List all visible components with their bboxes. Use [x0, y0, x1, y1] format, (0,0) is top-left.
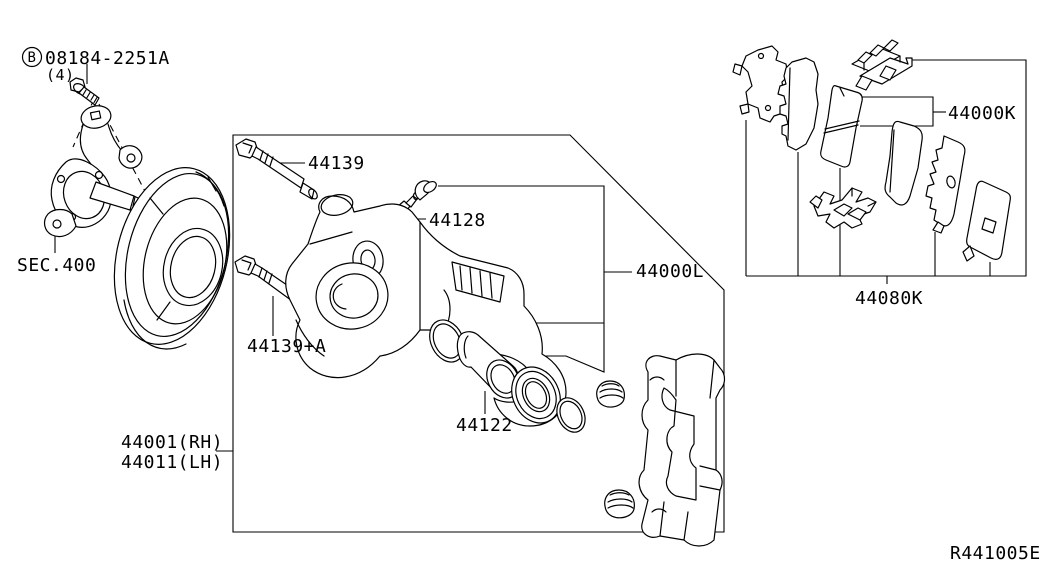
label-44139[interactable]: 44139 [308, 153, 365, 174]
label-44139-a[interactable]: 44139+A [247, 336, 326, 357]
leader-lines [54, 59, 1027, 533]
caliper-bracket-drawing [638, 353, 726, 547]
piston-drawing [456, 331, 520, 399]
brake-pad-outer-drawing [777, 57, 819, 151]
splash-shield-drawing [113, 167, 231, 350]
caliper-body-drawing [285, 194, 567, 427]
pad-retainer-clips-mid-drawing [809, 187, 877, 229]
circled-b-marker[interactable] [21, 46, 43, 68]
pin-boot-cap-drawing [604, 489, 635, 519]
label-44000k[interactable]: 44000K [948, 103, 1016, 124]
assembly-boundary-box [232, 134, 725, 533]
pad-shim-outer-drawing [732, 45, 791, 123]
label-44011-lh[interactable]: 44011(LH) [121, 452, 223, 473]
label-sec-400[interactable]: SEC.400 [17, 255, 96, 276]
circled-b-letter[interactable]: B [28, 50, 37, 66]
brake-pad-inner2-drawing [925, 135, 966, 234]
label-44122[interactable]: 44122 [456, 415, 513, 436]
callout-labels: B 08184-2251A (4) SEC.400 44139 44128 44… [17, 46, 1041, 564]
retaining-ring-drawing [556, 397, 586, 433]
drawing-reference-code: R441005E [950, 543, 1041, 564]
piston-seal-drawing [429, 319, 465, 363]
mounting-bolt-drawing [69, 77, 100, 106]
slide-pin-upper-drawing [235, 138, 318, 200]
label-44000l[interactable]: 44000L [636, 261, 704, 282]
brake-pad-inner-drawing [884, 120, 923, 206]
label-bolt-part-number[interactable]: 08184-2251A [45, 48, 170, 69]
piston-boot-drawing [511, 366, 561, 424]
label-44080k[interactable]: 44080K [855, 288, 923, 309]
pad-shim-inner-drawing [962, 180, 1011, 262]
label-44128[interactable]: 44128 [429, 210, 486, 231]
pin-boot-cap-drawing [596, 380, 625, 408]
steering-knuckle-drawing [43, 105, 147, 238]
pad-retainer-clips-top-drawing [851, 39, 913, 91]
pad-shim-stack-drawing [820, 85, 863, 168]
label-44001-rh[interactable]: 44001(RH) [121, 432, 223, 453]
label-bolt-quantity[interactable]: (4) [46, 66, 75, 84]
